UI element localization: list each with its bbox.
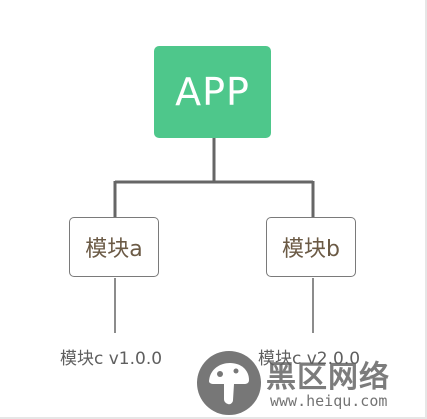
watermark-url: www.heiqu.com <box>270 392 388 410</box>
module-b-version-label: 模块c v2.0.0 <box>258 349 361 369</box>
mushroom-logo-icon <box>197 351 261 415</box>
module-b-label: 模块b <box>282 237 340 262</box>
watermark: 黑区网络 www.heiqu.com <box>190 348 426 418</box>
app-node: APP <box>154 46 271 138</box>
watermark-title: 黑区网络 <box>266 360 390 395</box>
module-b-node: 模块b <box>266 217 356 277</box>
app-node-label: APP <box>175 70 250 114</box>
module-a-version-label: 模块c v1.0.0 <box>60 349 163 369</box>
module-a-label: 模块a <box>85 237 143 262</box>
module-a-node: 模块a <box>69 217 159 277</box>
